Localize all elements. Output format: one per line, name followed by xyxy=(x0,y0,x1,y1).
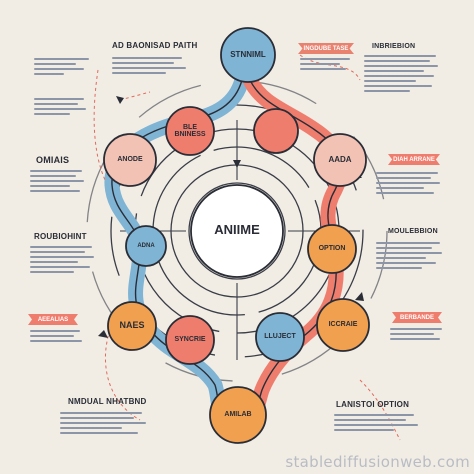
node-circles xyxy=(103,27,370,444)
text-lines-top-right-b xyxy=(364,55,444,95)
node-right-label: AADA xyxy=(328,154,352,164)
text-lines-bottom-left xyxy=(60,412,150,437)
node-lower-left[interactable] xyxy=(107,301,157,351)
text-lines-top-left-a xyxy=(34,58,94,78)
node-right[interactable] xyxy=(313,133,367,187)
node-lower-left-label: NAES xyxy=(119,320,145,331)
node-mid-left[interactable] xyxy=(125,225,167,267)
node-bottom-label: AMILAB xyxy=(224,411,252,419)
ribbon-right-upper: DIAH ARRANE xyxy=(388,154,440,165)
ribbon-top-right: INGDUBE TASE xyxy=(298,43,354,54)
text-lines-right-a xyxy=(376,172,446,197)
node-upper-left[interactable] xyxy=(165,106,215,156)
heading-right: MOULEBBION xyxy=(388,228,438,235)
heading-bottom-right: LANISTOI OPTION xyxy=(336,400,410,409)
node-lower-right-label: ICCRAIE xyxy=(328,321,358,329)
heading-bottom-left: NMDUAL NHATBND xyxy=(68,397,147,406)
node-bottom[interactable] xyxy=(209,386,267,444)
text-lines-top-center xyxy=(112,57,192,77)
node-lower-center-right[interactable] xyxy=(255,312,305,362)
text-lines-right-b xyxy=(376,242,446,272)
node-upper-left-label: BLE BNINESS xyxy=(174,123,206,138)
text-lines-top-right-a xyxy=(300,58,355,73)
node-lower-center-left-label: SYNCRIE xyxy=(174,336,206,344)
heading-top-left: AD BAONISAD PAITH xyxy=(112,41,198,50)
text-lines-top-left-b xyxy=(34,98,94,118)
node-mid-right-label: OPTION xyxy=(318,245,346,253)
node-lower-center-right-label: LLUJECT xyxy=(264,333,296,341)
text-lines-left-c xyxy=(30,330,90,345)
center-disc xyxy=(190,184,284,278)
heading-top-right: INBRIEBION xyxy=(372,43,416,50)
node-lower-right[interactable] xyxy=(316,298,370,352)
ribbon-right-lower: BERBANDE xyxy=(392,312,442,323)
node-mid-right[interactable] xyxy=(307,224,357,274)
text-lines-right-c xyxy=(390,328,450,343)
center-label: ANIIME xyxy=(214,222,260,238)
ribbon-left-lower: AEEALIAS xyxy=(28,314,78,325)
node-left-label: ANODE xyxy=(117,156,143,164)
node-top-label: STNNIML xyxy=(230,49,266,59)
text-lines-bottom-right xyxy=(334,414,424,434)
heading-left-2: ROUBIOHINT xyxy=(34,232,87,241)
node-mid-left-label: ADNA xyxy=(137,242,155,249)
node-upper-right[interactable] xyxy=(253,108,299,154)
node-lower-center-left[interactable] xyxy=(165,315,215,365)
node-top[interactable] xyxy=(220,27,276,83)
text-lines-left-b xyxy=(30,246,100,276)
watermark: stablediffusionweb.com xyxy=(285,453,470,471)
node-left[interactable] xyxy=(103,133,157,187)
heading-left-1: OMIAIS xyxy=(36,155,70,165)
text-lines-left-a xyxy=(30,170,90,195)
